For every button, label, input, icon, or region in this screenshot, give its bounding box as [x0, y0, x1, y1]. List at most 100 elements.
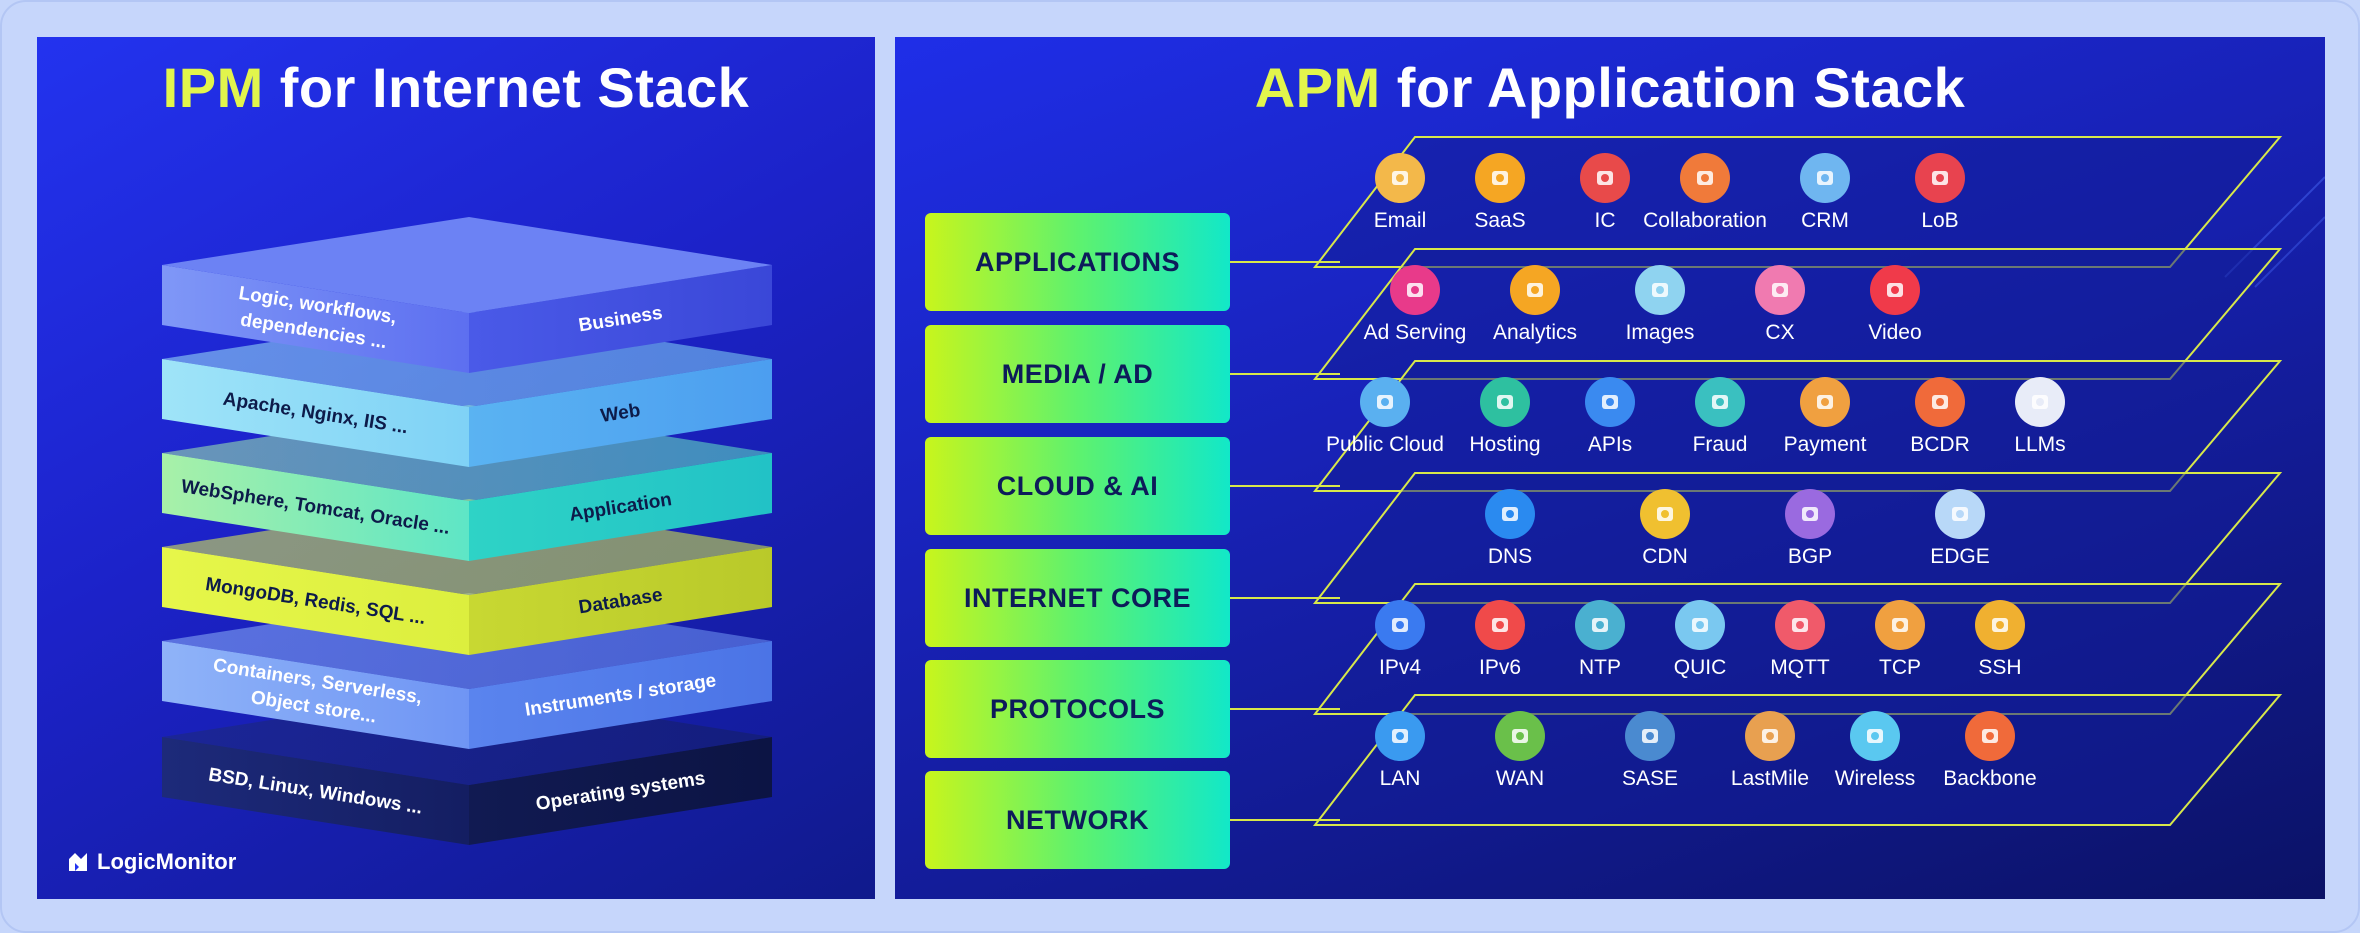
video-icon: [1870, 265, 1920, 315]
item-ad-serving: Ad Serving: [1350, 265, 1480, 345]
tcp-icon: [1875, 600, 1925, 650]
item-public-cloud: Public Cloud: [1320, 377, 1450, 457]
llms-icon: [2015, 377, 2065, 427]
item-edge: EDGE: [1895, 489, 2025, 569]
cx-icon: [1755, 265, 1805, 315]
item-label: APIs: [1587, 433, 1633, 456]
logicmonitor-logo-icon: [69, 853, 87, 871]
chip-icon: [1580, 153, 1630, 203]
item-saas: SaaS: [1435, 153, 1565, 233]
tcp-icon-glyph: [1892, 618, 1908, 632]
edge-icon: [1935, 489, 1985, 539]
video-icon-glyph: [1887, 283, 1903, 297]
layer-left-face: [162, 547, 469, 655]
email-icon: [1375, 153, 1425, 203]
item-label: Ad Serving: [1363, 321, 1467, 344]
cdn-icon-glyph: [1657, 507, 1673, 521]
item-label: Analytics: [1492, 321, 1578, 344]
ntp-icon: [1575, 600, 1625, 650]
collaboration-icon: [1680, 153, 1730, 203]
quic-icon-glyph: [1692, 618, 1708, 632]
lastmile-box-icon: [1745, 711, 1795, 761]
lan-icon-glyph: [1392, 729, 1408, 743]
ssh-icon: [1975, 600, 2025, 650]
item-label: EDGE: [1930, 545, 1990, 568]
item-crm: CRM: [1760, 153, 1890, 233]
crm-icon: [1800, 153, 1850, 203]
cdn-icon: [1640, 489, 1690, 539]
apis-icon: [1585, 377, 1635, 427]
category-media-ad: MEDIA / AD: [925, 325, 1230, 423]
item-label: CX: [1765, 321, 1795, 344]
item-label: WAN: [1495, 767, 1545, 790]
item-llms: LLMs: [1975, 377, 2105, 457]
item-label: Fraud: [1692, 433, 1748, 456]
backbone-icon: [1965, 711, 2015, 761]
item-label: SSH: [1978, 656, 2022, 679]
ipv6-icon-glyph: [1492, 618, 1508, 632]
item-label: Wireless: [1834, 767, 1916, 790]
layer-right-face: [469, 737, 772, 845]
ad-serving-icon-glyph: [1407, 283, 1423, 297]
item-label: IPv4: [1378, 656, 1422, 679]
layer-right-face: [469, 453, 772, 561]
item-label: IC: [1594, 209, 1616, 232]
item-label: MQTT: [1770, 656, 1830, 679]
layer-left-face: [162, 737, 469, 845]
item-cx: CX: [1715, 265, 1845, 345]
item-label: LAN: [1379, 767, 1421, 790]
internet-stack-diagram: BSD, Linux, Windows ...Operating systems…: [162, 217, 772, 845]
category-internet-core: INTERNET CORE: [925, 549, 1230, 647]
item-hosting: Hosting: [1440, 377, 1570, 457]
payment-icon: [1800, 377, 1850, 427]
item-images: Images: [1595, 265, 1725, 345]
category-applications: APPLICATIONS: [925, 213, 1230, 311]
item-label: Backbone: [1943, 767, 2037, 790]
item-bcdr: BCDR: [1875, 377, 2005, 457]
item-label: LoB: [1921, 209, 1959, 232]
layer-left-face: [162, 359, 469, 467]
item-label: Video: [1868, 321, 1922, 344]
category-network: NETWORK: [925, 771, 1230, 869]
item-label: Public Cloud: [1326, 433, 1444, 456]
hosting-icon: [1480, 377, 1530, 427]
crm-icon-glyph: [1817, 171, 1833, 185]
ssh-icon-glyph: [1992, 618, 2008, 632]
ipv6-icon: [1475, 600, 1525, 650]
wan-icon-glyph: [1512, 729, 1528, 743]
item-label: DNS: [1487, 545, 1533, 568]
layer-right-face: [469, 359, 772, 467]
logo-text: LogicMonitor: [97, 849, 237, 874]
item-lan: LAN: [1335, 711, 1465, 791]
wireless-icon-glyph: [1867, 729, 1883, 743]
lob-icon-glyph: [1932, 171, 1948, 185]
item-ntp: NTP: [1535, 600, 1665, 680]
llms-icon-glyph: [2032, 395, 2048, 409]
item-label: IPv6: [1478, 656, 1522, 679]
item-label: SaaS: [1474, 209, 1526, 232]
analytics-icon: [1510, 265, 1560, 315]
item-label: Payment: [1783, 433, 1867, 456]
bgp-icon: [1785, 489, 1835, 539]
item-label: BCDR: [1910, 433, 1970, 456]
saas-cloud-icon-glyph: [1492, 171, 1508, 185]
item-dns: DNS: [1445, 489, 1575, 569]
category-cloud-ai: CLOUD & AI: [925, 437, 1230, 535]
item-label: TCP: [1879, 656, 1921, 679]
lastmile-box-icon-glyph: [1762, 729, 1778, 743]
item-label: CRM: [1801, 209, 1849, 232]
lob-icon: [1915, 153, 1965, 203]
item-backbone: Backbone: [1925, 711, 2055, 791]
item-label: Hosting: [1469, 433, 1541, 456]
mqtt-icon: [1775, 600, 1825, 650]
item-collaboration: Collaboration: [1640, 153, 1770, 233]
item-video: Video: [1830, 265, 1960, 345]
item-label: NTP: [1579, 656, 1621, 679]
item-label: LastMile: [1730, 767, 1810, 790]
layer-top-face: [162, 217, 772, 313]
ipv4-icon-glyph: [1392, 618, 1408, 632]
backbone-icon-glyph: [1982, 729, 1998, 743]
layer-left-face: [162, 265, 469, 373]
email-icon-glyph: [1392, 171, 1408, 185]
